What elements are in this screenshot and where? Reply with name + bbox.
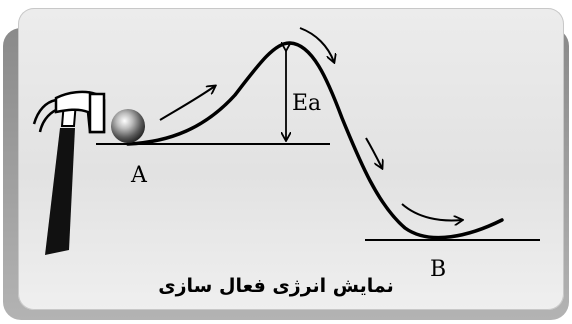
caption: نمایش انرژی فعال سازی [158,275,394,297]
point-a-label: A [130,163,148,188]
energy-curve [128,43,502,238]
arrow-valley [402,204,462,220]
arrow-peak [300,28,334,62]
arrow-climb [160,86,215,120]
point-b-label: B [430,257,446,282]
ball-icon [111,109,145,143]
hammer-icon [34,92,104,255]
activation-energy-label: Ea [292,91,321,116]
arrow-descend [366,138,382,168]
